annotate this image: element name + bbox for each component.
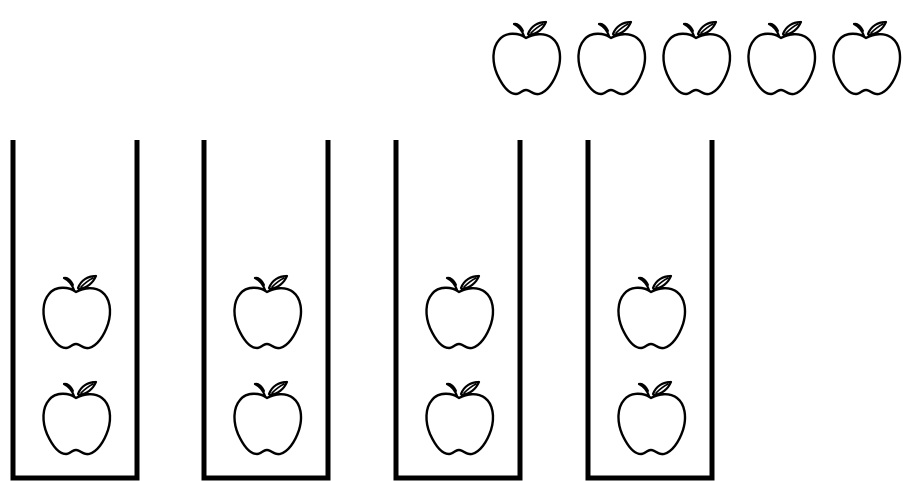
bin-container — [201, 140, 331, 481]
apple-icon — [34, 372, 119, 458]
apple-icon — [484, 12, 569, 98]
apple-icon — [609, 266, 694, 352]
apple-icon — [739, 12, 824, 98]
apple-icon — [654, 12, 739, 98]
apple-icon — [824, 12, 903, 98]
bin-container — [393, 140, 523, 481]
apple-icon — [609, 372, 694, 458]
bin-container — [10, 140, 140, 481]
apple-icon — [34, 266, 119, 352]
bin-container — [585, 140, 715, 481]
loose-apples-row — [484, 12, 903, 98]
apple-icon — [225, 372, 310, 458]
apple-icon — [225, 266, 310, 352]
apple-icon — [417, 266, 502, 352]
apple-icon — [569, 12, 654, 98]
apple-icon — [417, 372, 502, 458]
